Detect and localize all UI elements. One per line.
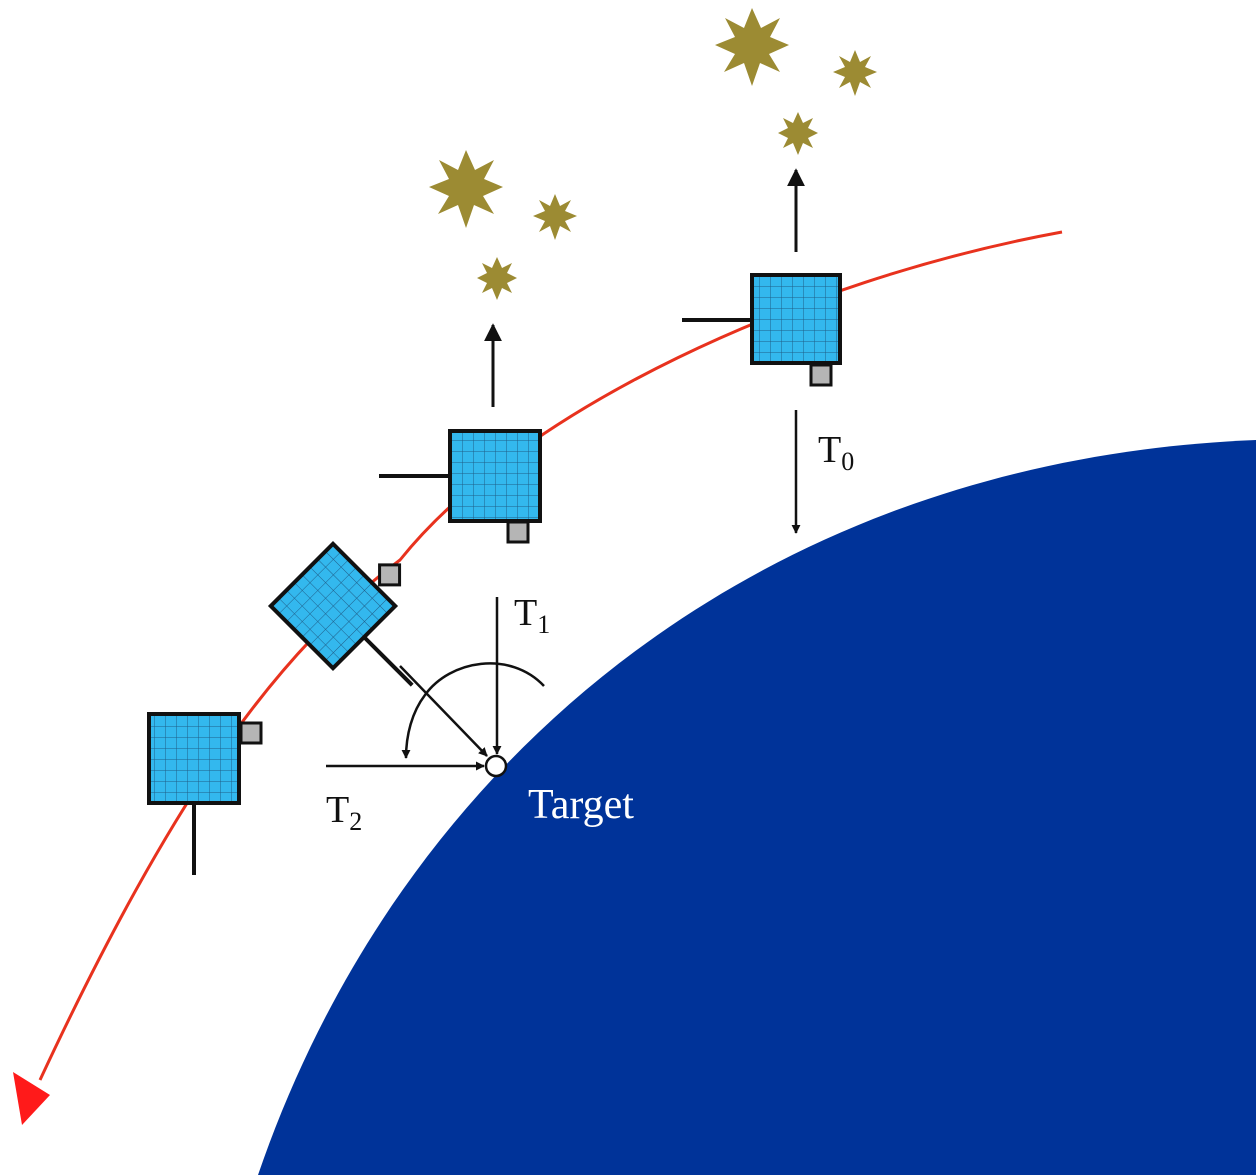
label-t2: T2	[326, 789, 362, 836]
orbit-arrowhead-icon	[13, 1072, 50, 1125]
satellite-icon-slewing	[267, 540, 414, 687]
satellite-icon-t0	[682, 273, 842, 387]
star-icon	[533, 194, 577, 240]
satellite-icon-t1	[379, 429, 542, 544]
star-icon	[429, 150, 503, 228]
star-icon	[477, 257, 517, 300]
label-t0: T0	[818, 429, 854, 476]
star-cluster-0	[715, 8, 877, 155]
star-cluster-1	[429, 150, 577, 300]
label-target: Target	[528, 782, 634, 828]
satellite-icon-t2	[147, 712, 263, 875]
earth	[258, 440, 1256, 1175]
target-point-icon	[484, 754, 508, 778]
star-icon	[778, 112, 818, 155]
label-t1: T1	[514, 592, 550, 639]
rotation-arc	[401, 662, 545, 759]
star-icon	[715, 8, 789, 86]
star-icon	[833, 50, 877, 96]
pointing-arrow-slew	[399, 665, 488, 757]
